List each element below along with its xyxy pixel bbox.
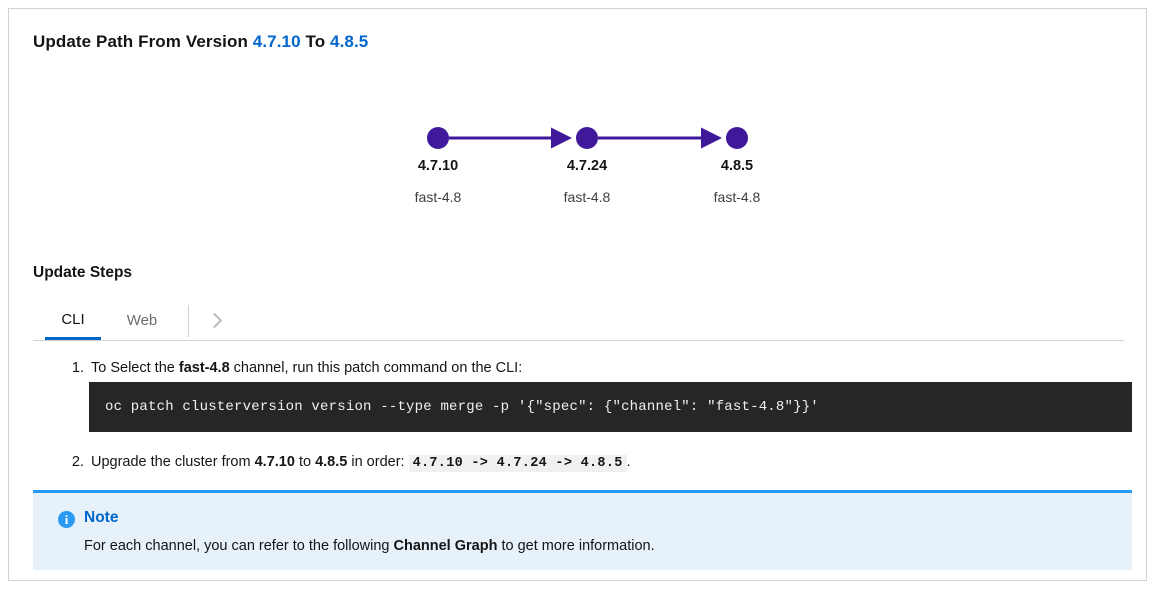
- note-body-after: to get more information.: [497, 538, 655, 554]
- graph-node-label-3: 4.8.5 fast-4.8: [657, 157, 817, 206]
- graph-node-1[interactable]: [427, 127, 449, 149]
- graph-node-labels: 4.7.10 fast-4.8 4.7.24 fast-4.8 4.8.5 fa…: [9, 104, 1146, 214]
- graph-node-channel-3: fast-4.8: [713, 189, 761, 205]
- page-title-to-word: To: [305, 32, 326, 51]
- update-steps-tabs: CLI Web: [33, 301, 1124, 341]
- patch-command-code-block[interactable]: oc patch clusterversion version --type m…: [89, 382, 1132, 432]
- page-title: Update Path From Version 4.7.10 To 4.8.5: [33, 32, 368, 52]
- note-body: For each channel, you can refer to the f…: [84, 536, 655, 557]
- step-2-text-order: in order:: [347, 454, 409, 470]
- tab-web-label: Web: [126, 312, 158, 329]
- update-path-graph: 4.7.10 fast-4.8 4.7.24 fast-4.8 4.8.5 fa…: [9, 104, 1146, 214]
- note-link-text[interactable]: Channel Graph: [393, 538, 498, 554]
- step-2-text-mid: to: [294, 454, 316, 470]
- page-title-from-version: 4.7.10: [252, 32, 301, 51]
- graph-node-label-2: 4.7.24 fast-4.8: [507, 157, 667, 206]
- update-path-card: Update Path From Version 4.7.10 To 4.8.5…: [8, 8, 1147, 581]
- graph-node-2[interactable]: [576, 127, 598, 149]
- step-1-text-before: To Select the: [91, 360, 179, 376]
- step-2-from-version: 4.7.10: [254, 454, 295, 470]
- step-2-text: Upgrade the cluster from 4.7.10 to 4.8.5…: [91, 452, 1134, 474]
- graph-node-channel-2: fast-4.8: [563, 189, 611, 205]
- patch-command-text: oc patch clusterversion version --type m…: [105, 399, 819, 415]
- step-1: 1. To Select the fast-4.8 channel, run t…: [66, 358, 1134, 379]
- step-1-text: To Select the fast-4.8 channel, run this…: [91, 358, 1134, 379]
- tabs-divider: [188, 305, 189, 337]
- tab-cli-label: CLI: [61, 310, 85, 328]
- step-1-text-after: channel, run this patch command on the C…: [229, 360, 523, 376]
- step-2-order-code: 4.7.10 -> 4.7.24 -> 4.8.5: [408, 455, 627, 472]
- step-2: 2. Upgrade the cluster from 4.7.10 to 4.…: [66, 452, 1134, 474]
- graph-node-version-1: 4.7.10: [417, 158, 459, 174]
- step-2-text-before: Upgrade the cluster from: [91, 454, 255, 470]
- info-icon: i: [58, 511, 75, 528]
- graph-node-version-3: 4.8.5: [720, 158, 754, 174]
- page-title-to-version: 4.8.5: [330, 32, 369, 51]
- note-body-before: For each channel, you can refer to the f…: [84, 538, 394, 554]
- step-1-channel: fast-4.8: [178, 360, 230, 376]
- tab-cli[interactable]: CLI: [45, 301, 101, 340]
- chevron-right-icon: [206, 312, 223, 329]
- step-2-number: 2.: [71, 454, 84, 470]
- note-title: Note: [84, 509, 119, 526]
- graph-node-channel-1: fast-4.8: [414, 189, 462, 205]
- update-path-graph-svg: [427, 127, 748, 149]
- page-title-prefix: Update Path From Version: [33, 32, 248, 51]
- graph-node-version-2: 4.7.24: [566, 158, 608, 174]
- graph-node-3[interactable]: [726, 127, 748, 149]
- note-alert: i Note For each channel, you can refer t…: [33, 490, 1132, 570]
- step-1-number: 1.: [71, 360, 84, 376]
- tab-web[interactable]: Web: [113, 301, 171, 340]
- graph-node-label-1: 4.7.10 fast-4.8: [358, 157, 518, 206]
- update-steps-list: 1. To Select the fast-4.8 channel, run t…: [66, 358, 1134, 379]
- step-2-text-end: .: [626, 454, 631, 470]
- update-steps-heading: Update Steps: [33, 264, 133, 281]
- step-2-to-version: 4.8.5: [315, 454, 348, 470]
- tabs-scroll-right-button[interactable]: [193, 301, 239, 340]
